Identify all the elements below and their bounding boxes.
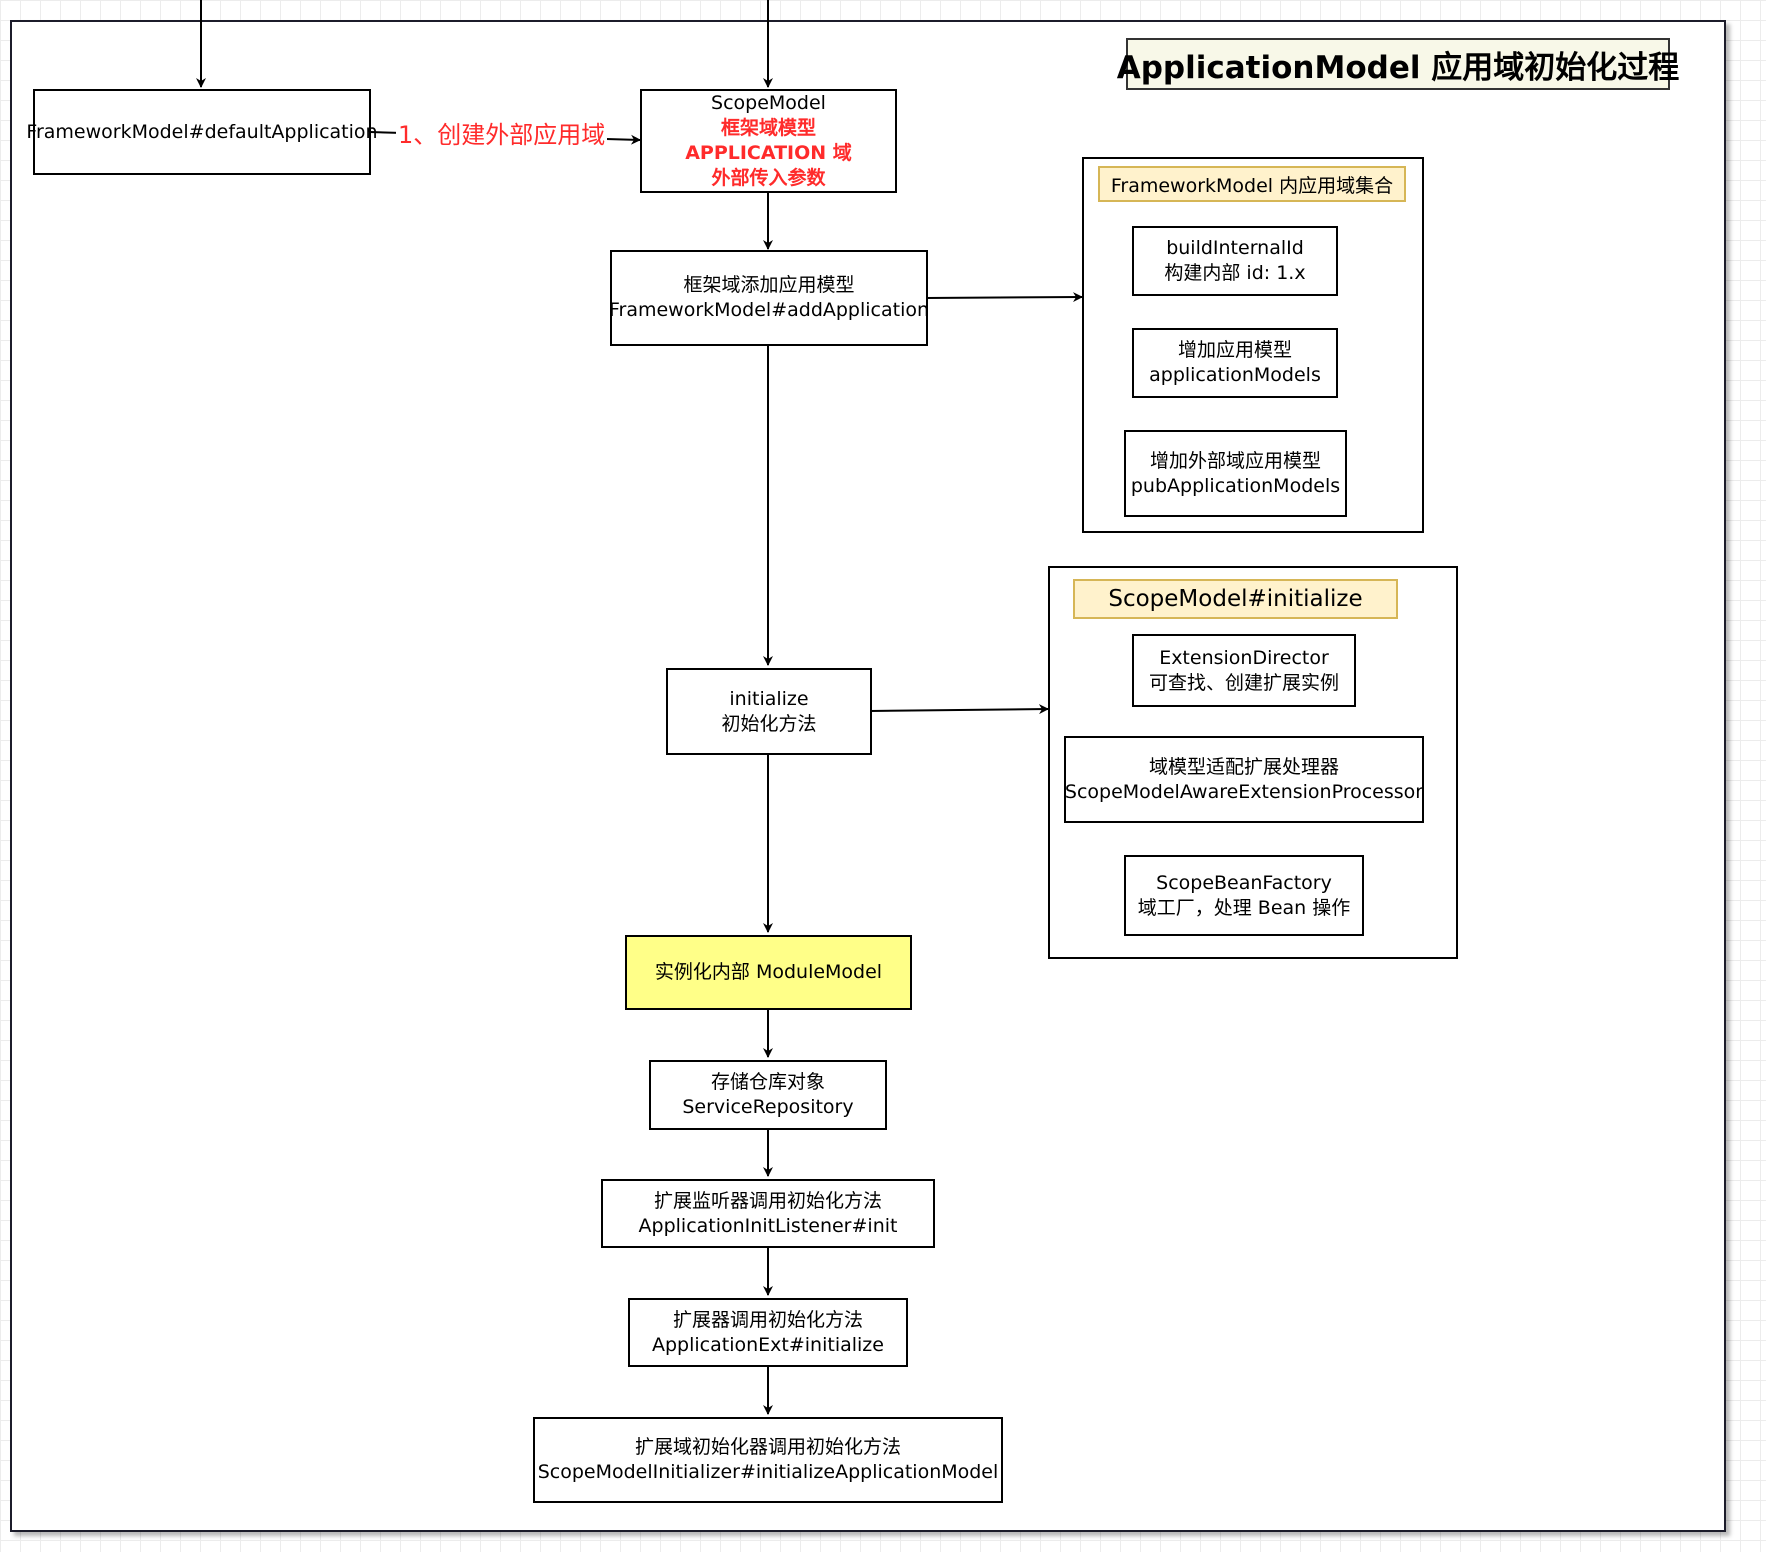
scope-model-initializer-node: 扩展域初始化器调用初始化方法 ScopeModelInitializer#ini… xyxy=(533,1417,1003,1503)
page-title: ApplicationModel 应用域初始化过程 xyxy=(1117,38,1679,90)
node-label: ScopeModelInitializer#initializeApplicat… xyxy=(537,1461,999,1483)
add-application-node: 框架域添加应用模型 FrameworkModel#addApplication xyxy=(608,250,930,346)
node-label: buildInternalId xyxy=(1166,237,1304,259)
collection-item-build-id: buildInternalId 构建内部 id: 1.x xyxy=(1132,226,1338,296)
node-label: 构建内部 id: 1.x xyxy=(1164,262,1306,284)
scopeinit-item-aware-processor: 域模型适配扩展处理器 ScopeModelAwareExtensionProce… xyxy=(1064,736,1424,823)
collection-item-pub-application-models: 增加外部域应用模型 pubApplicationModels xyxy=(1124,430,1347,517)
node-label: initialize xyxy=(729,687,809,710)
application-ext-node: 扩展器调用初始化方法 ApplicationExt#initialize xyxy=(628,1298,908,1367)
collection-item-application-models: 增加应用模型 applicationModels xyxy=(1132,328,1338,398)
node-label: 存储仓库对象 xyxy=(710,1071,825,1093)
edge-add-to-collection xyxy=(925,292,1083,303)
node-label: ApplicationExt#initialize xyxy=(652,1333,884,1356)
scopeinit-item-extension-director: ExtensionDirector 可查找、创建扩展实例 xyxy=(1132,634,1356,707)
node-label: ExtensionDirector xyxy=(1159,646,1329,669)
scope-model-node: ScopeModel 框架域模型 APPLICATION 域 外部传入参数 xyxy=(640,89,897,193)
node-label: applicationModels xyxy=(1149,364,1321,386)
framework-default-application-node: FrameworkModel#defaultApplication xyxy=(26,89,378,175)
node-label: ScopeBeanFactory xyxy=(1156,871,1332,894)
initialize-node: initialize 初始化方法 xyxy=(666,668,872,755)
service-repository-node: 存储仓库对象 ServiceRepository xyxy=(649,1060,887,1130)
create-external-label: 1、创建外部应用域 xyxy=(396,120,608,150)
scope-initialize-title: ScopeModel#initialize xyxy=(1073,579,1398,619)
node-label: 增加外部域应用模型 xyxy=(1149,449,1321,472)
node-label: 外部传入参数 xyxy=(711,167,826,189)
node-label: 框架域模型 xyxy=(720,117,816,139)
node-label: 增加应用模型 xyxy=(1177,339,1292,361)
node-label: 实例化内部 ModuleModel xyxy=(654,961,883,983)
framework-collection-title: FrameworkModel 内应用域集合 xyxy=(1098,166,1406,202)
node-label: ScopeModel xyxy=(711,92,826,114)
node-label: 域工厂，处理 Bean 操作 xyxy=(1137,896,1351,919)
node-label: 初始化方法 xyxy=(721,712,817,735)
node-label: 扩展器调用初始化方法 xyxy=(672,1308,863,1331)
node-label: 扩展监听器调用初始化方法 xyxy=(653,1189,882,1212)
node-label: FrameworkModel#addApplication xyxy=(608,299,930,321)
node-label: 可查找、创建扩展实例 xyxy=(1148,671,1339,694)
node-label: 框架域添加应用模型 xyxy=(683,274,855,296)
node-label: pubApplicationModels xyxy=(1130,474,1341,497)
node-label: 扩展域初始化器调用初始化方法 xyxy=(634,1436,901,1458)
scopeinit-item-bean-factory: ScopeBeanFactory 域工厂，处理 Bean 操作 xyxy=(1124,855,1364,936)
init-listener-node: 扩展监听器调用初始化方法 ApplicationInitListener#ini… xyxy=(601,1179,935,1248)
node-label: 域模型适配扩展处理器 xyxy=(1148,755,1339,778)
edge-initialize-to-scope-init xyxy=(869,704,1049,715)
node-label: FrameworkModel#defaultApplication xyxy=(26,120,378,143)
node-label: ScopeModelAwareExtensionProcessor xyxy=(1064,780,1424,803)
node-label: ServiceRepository xyxy=(682,1096,854,1118)
module-model-node: 实例化内部 ModuleModel xyxy=(625,935,912,1010)
node-label: APPLICATION 域 xyxy=(685,142,852,164)
node-label: ApplicationInitListener#init xyxy=(638,1214,898,1237)
